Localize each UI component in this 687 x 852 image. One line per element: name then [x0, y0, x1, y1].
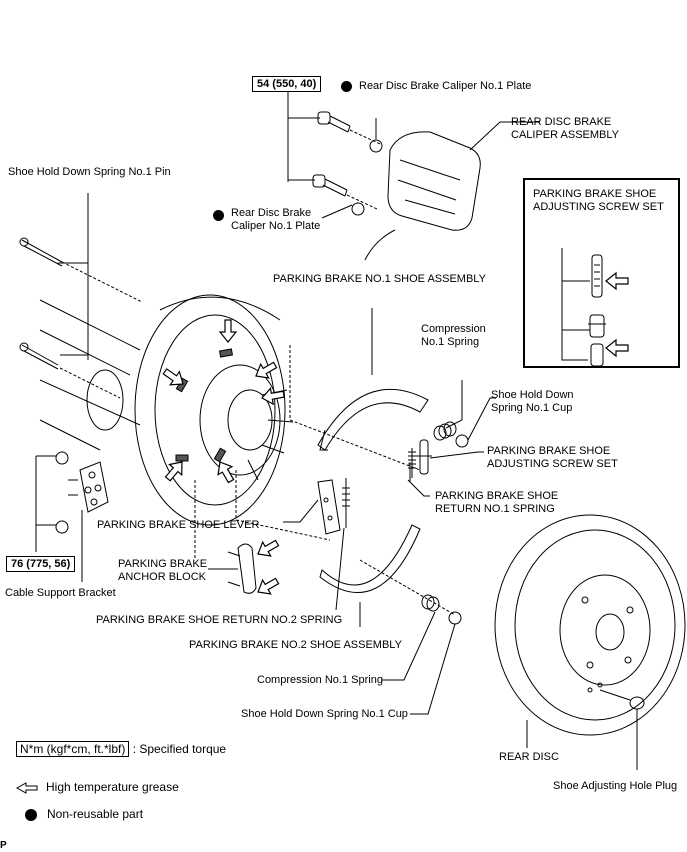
hole-plug: [629, 696, 645, 710]
compression-spring-top: [433, 421, 457, 441]
no2-shoe-assembly: [319, 524, 421, 593]
torque-spec-caliper-bolts: 54 (550, 40): [252, 76, 322, 92]
legend-torque: N*m (kgf*cm, ft.*lbf) : Specified torque: [16, 741, 227, 757]
caliper-plate-bottom: [351, 202, 365, 216]
legend-grease: High temperature grease: [15, 781, 179, 794]
legend-torque-unit: N*m (kgf*cm, ft.*lbf): [16, 741, 130, 757]
hold-down-pin-top: [19, 237, 63, 267]
no1-shoe-assembly: [317, 388, 429, 451]
backing-plate: [134, 294, 286, 526]
caliper-bolt-bottom: [312, 174, 348, 197]
legend-nonreusable: Non-reusable part: [25, 808, 143, 821]
label-compression-spring-bottom: Compression No.1 Spring: [257, 674, 383, 686]
axle-hub: [199, 364, 294, 481]
non-reusable-dot-icon: [341, 80, 352, 92]
non-reusable-dot-icon: [25, 808, 37, 821]
label-cable-support-bracket: Cable Support Bracket: [5, 587, 116, 599]
caliper-plate-top: [369, 139, 383, 153]
return-no2-spring: [335, 478, 350, 611]
return-no1-spring: [408, 448, 416, 478]
torque-spec-bracket-nuts: 76 (775, 56): [6, 556, 76, 572]
cable-support-bracket: [68, 461, 109, 513]
rear-disc: [494, 514, 686, 736]
label-hold-down-cup-bottom: Shoe Hold Down Spring No.1 Cup: [241, 708, 408, 720]
hold-down-cup-bottom: [448, 611, 462, 625]
non-reusable-dot-icon: [213, 210, 224, 221]
label-no2-shoe-assembly: PARKING BRAKE NO.2 SHOE ASSEMBLY: [189, 639, 402, 651]
footer-mark: P: [0, 840, 7, 851]
caliper-assembly: [364, 131, 481, 261]
hold-down-pin-bottom: [19, 342, 59, 370]
caliper-bolt-top: [317, 111, 351, 133]
leader-caliper-torque: [287, 92, 320, 182]
grease-arrow-icon: [15, 781, 38, 794]
shoe-lever: [317, 479, 341, 535]
bracket-nut-bottom: [55, 520, 69, 534]
legend-torque-desc: : Specified torque: [132, 742, 227, 756]
hold-down-cup-top: [455, 434, 469, 448]
bracket-nut-top: [55, 451, 69, 465]
label-caliper-plate-top: Rear Disc Brake Caliper No.1 Plate: [341, 80, 531, 93]
label-hold-down-pin: Shoe Hold Down Spring No.1 Pin: [8, 166, 171, 178]
inset-drawing: [561, 248, 629, 367]
label-hole-plug: Shoe Adjusting Hole Plug: [553, 780, 678, 792]
label-shoe-lever: PARKING BRAKE SHOE LEVER: [97, 519, 260, 531]
compression-spring-bottom: [421, 594, 440, 612]
adjusting-screw-set: [416, 439, 432, 475]
label-return-no2-spring: PARKING BRAKE SHOE RETURN NO.2 SPRING: [96, 614, 343, 626]
anchor-block: [227, 543, 257, 594]
label-no1-shoe-assembly: PARKING BRAKE NO.1 SHOE ASSEMBLY: [273, 273, 486, 285]
label-rear-disc: REAR DISC: [499, 751, 559, 763]
